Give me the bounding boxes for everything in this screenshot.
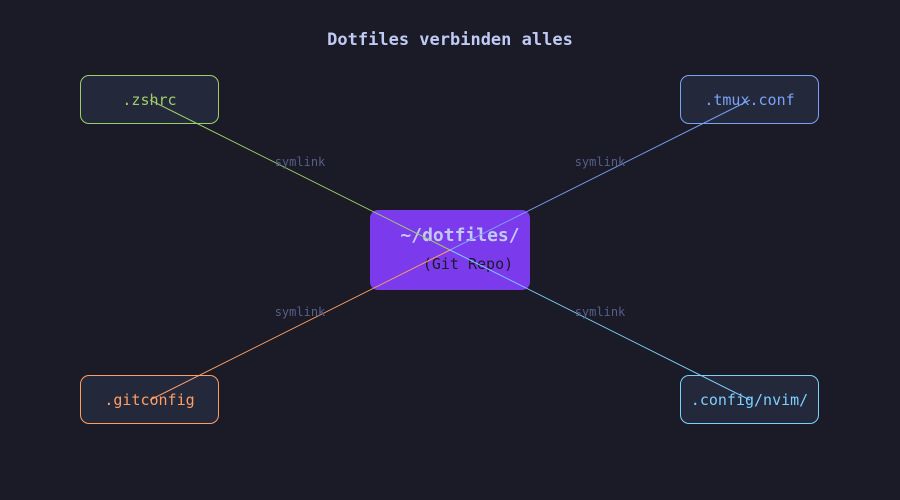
edge-label: symlink (274, 155, 326, 169)
edge-label: symlink (574, 305, 626, 319)
edge-label: symlink (574, 155, 626, 169)
edge-gitconfig (149, 249, 451, 401)
edge-label: symlink (274, 305, 326, 319)
edge-nvim (449, 249, 751, 401)
edge-zshrc (149, 99, 451, 251)
node-zshrc: .zshrc (80, 75, 219, 124)
node-tmux-conf: .tmux.conf (680, 75, 819, 124)
diagram-title: Dotfiles verbinden alles (327, 30, 573, 50)
node-gitconfig: .gitconfig (80, 375, 219, 424)
dotfiles-repo-subtitle: (Git Repo) (422, 255, 514, 273)
edge-tmux (449, 99, 751, 251)
